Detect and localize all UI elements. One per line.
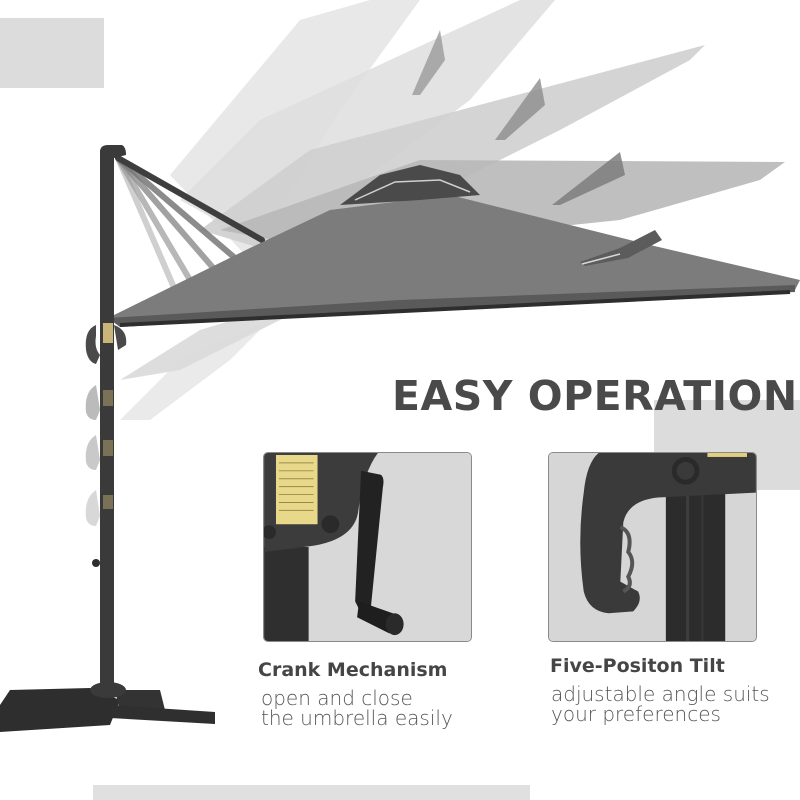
umbrella-pole [85,145,127,690]
five-position-tilt-title: Five-Positon Tilt [550,655,725,677]
tilt-description-line-2: your preferences [551,702,721,726]
crank-description-line-2: the umbrella easily [261,706,453,730]
decorative-block-bottom [93,785,530,800]
tilt-description-line-1: adjustable angle suits [551,682,770,706]
canopy-main [108,165,800,327]
crank-mechanism-title: Crank Mechanism [258,659,448,681]
crank-description-line-1: open and close [261,686,413,710]
crank-handle-icon [264,453,471,641]
five-position-tilt-description: adjustable angle suits your preferences [551,684,770,724]
crank-mechanism-photo [263,452,472,642]
page-headline: EASY OPERATION [392,372,798,420]
crank-mechanism-description: open and close the umbrella easily [261,688,453,728]
support-arm-ghosts [115,155,265,293]
tilt-handle-icon [549,453,756,641]
umbrella-base [0,682,215,732]
decorative-block-top-left [0,18,104,88]
five-position-tilt-photo [548,452,757,642]
